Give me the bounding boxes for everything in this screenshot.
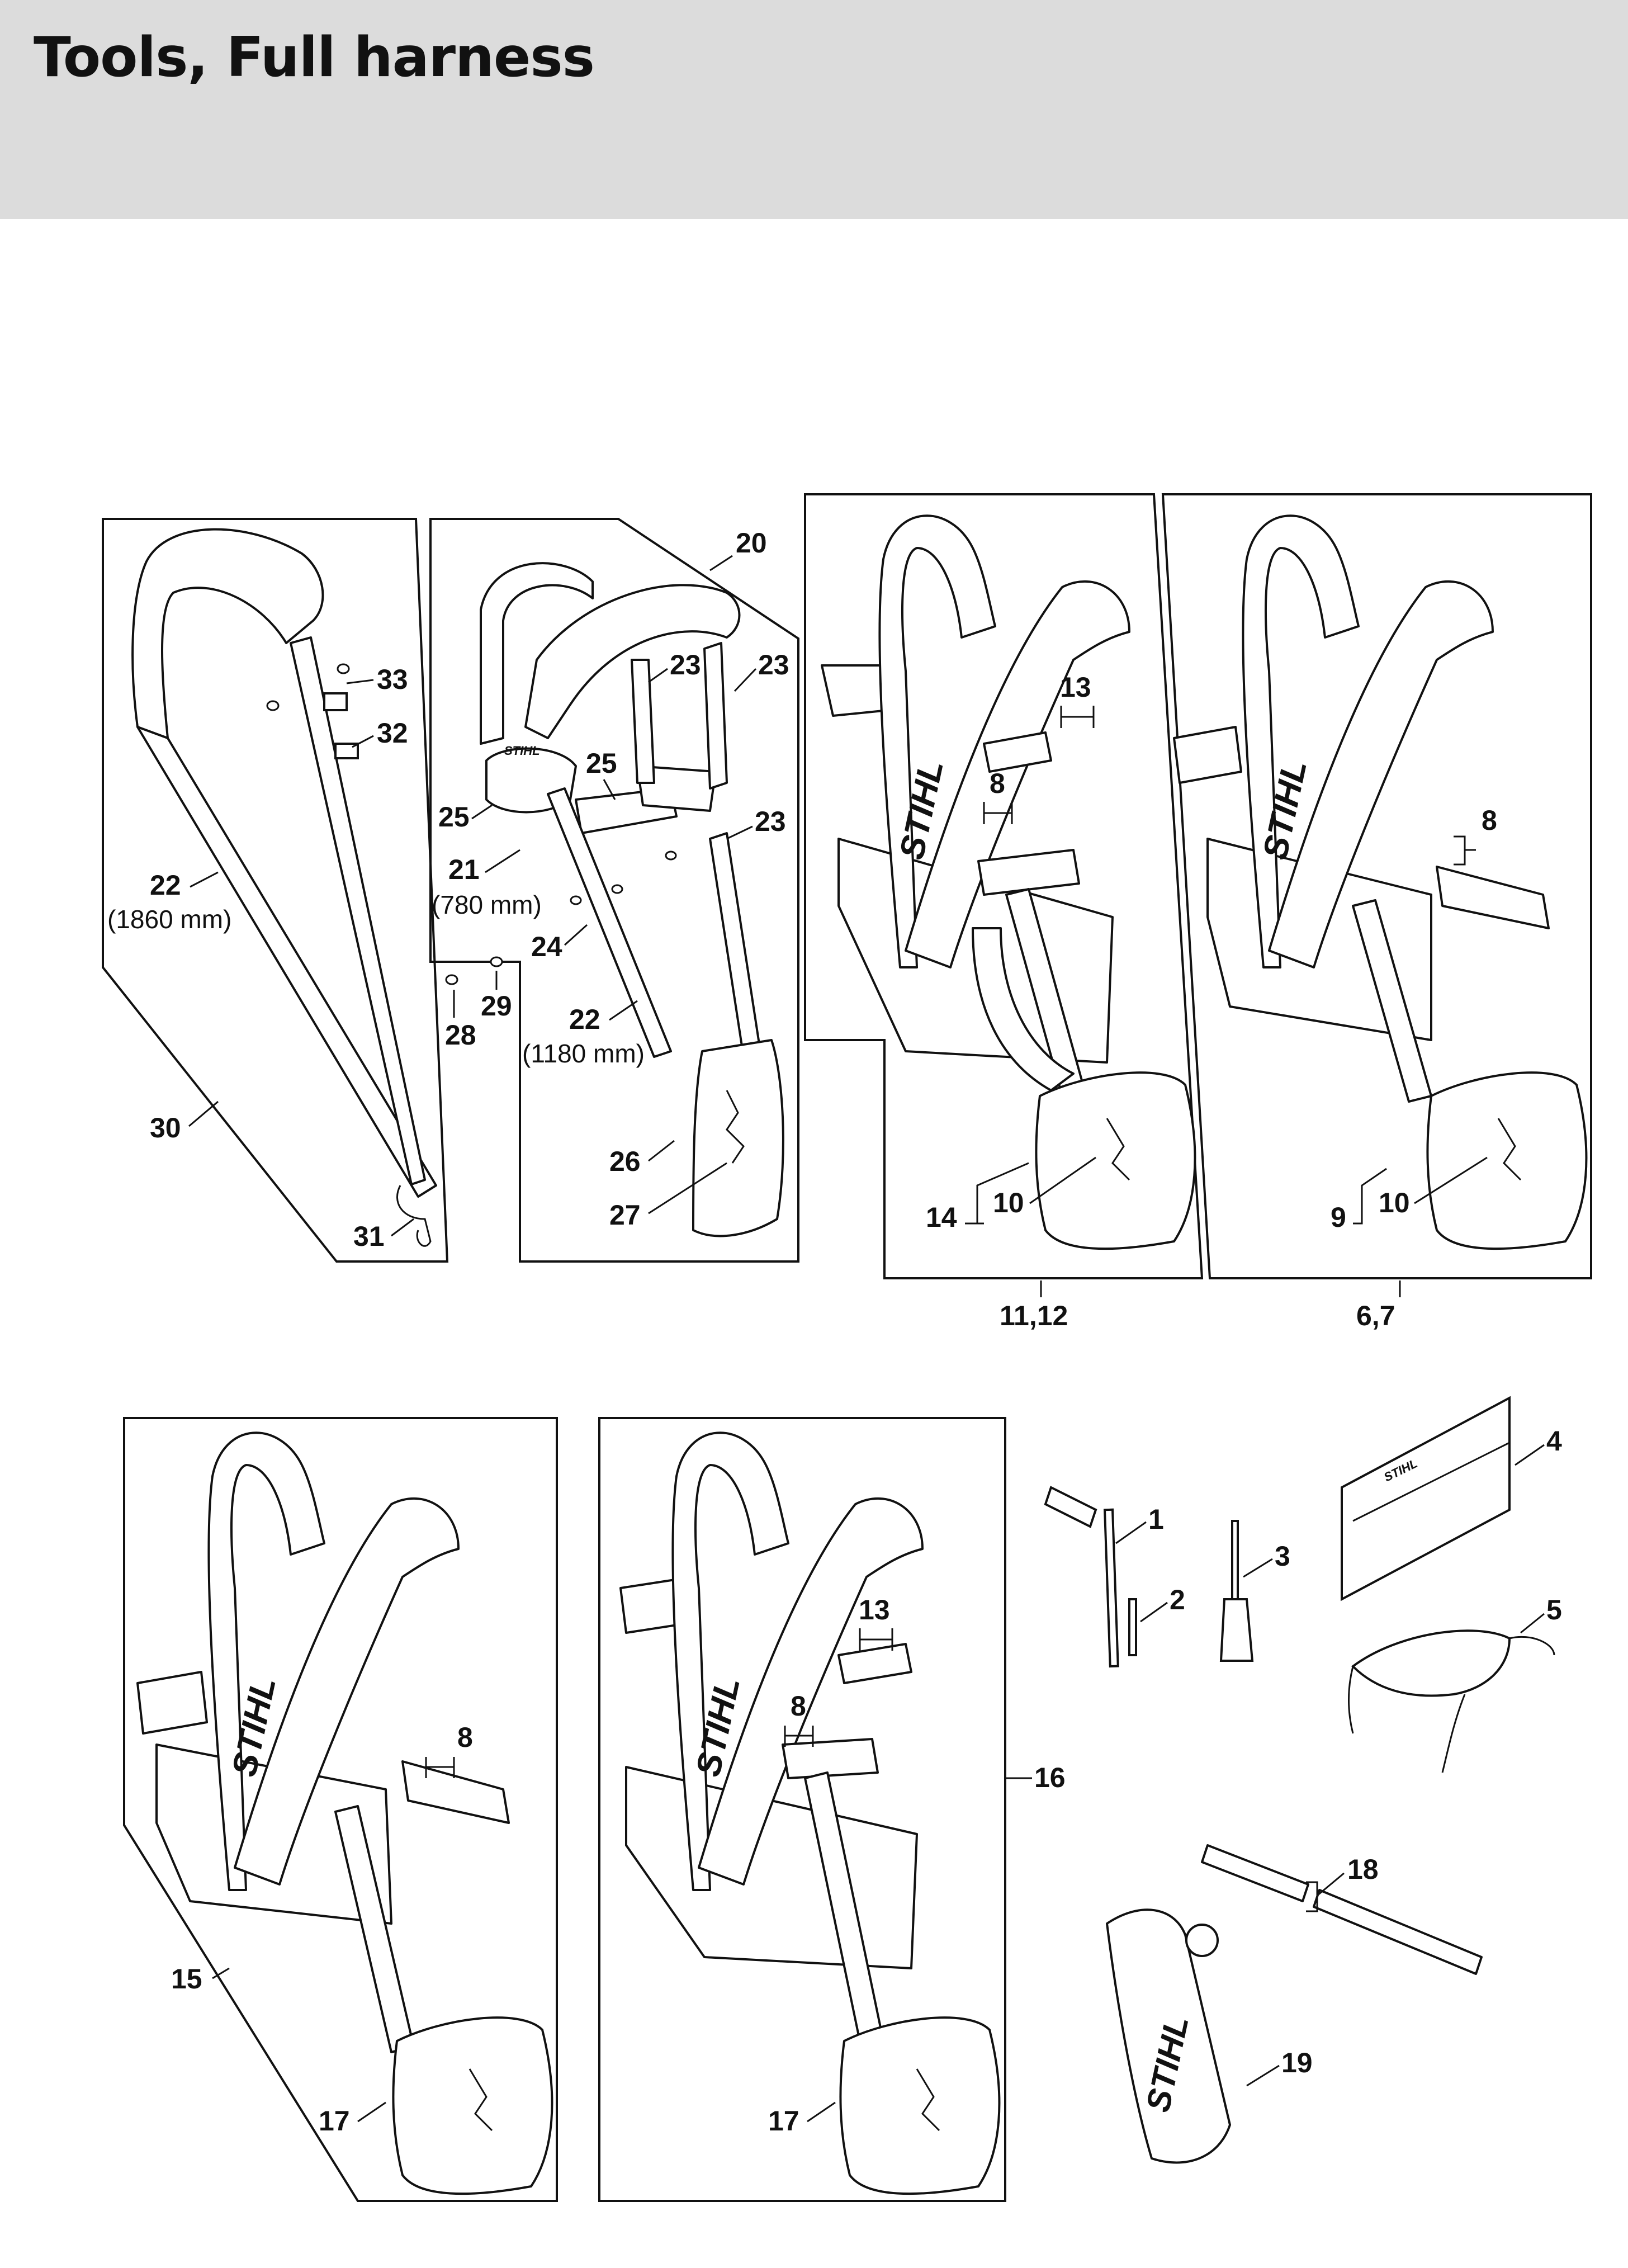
label-10b: 10	[1379, 1187, 1410, 1218]
label-13b: 13	[859, 1594, 890, 1626]
label-19: 19	[1281, 2047, 1313, 2078]
harness-16-drawing: STIHL	[619, 1431, 1001, 2195]
label-13a: 13	[1060, 672, 1091, 703]
label-2: 2	[1170, 1584, 1185, 1615]
frame-20-full-harness	[429, 518, 799, 1263]
label-25a: 25	[586, 748, 617, 779]
label-8b: 8	[1482, 805, 1497, 836]
label-9: 9	[1331, 1202, 1346, 1233]
label-32: 32	[377, 717, 408, 749]
label-30: 30	[150, 1112, 181, 1144]
brand-logo-text: STIHL	[504, 744, 540, 758]
label-5: 5	[1546, 1594, 1562, 1626]
label-26: 26	[609, 1146, 641, 1177]
shoulder-strap-30-drawing	[131, 528, 503, 1247]
label-1: 1	[1148, 1504, 1164, 1535]
frame-11-12-harness	[804, 493, 1204, 1279]
combination-wrench-1-drawing	[1044, 1486, 1119, 1668]
label-27: 27	[609, 1199, 641, 1231]
hip-pad-19-drawing: STIHL	[1106, 1908, 1231, 2164]
label-22b: 22	[569, 1004, 600, 1035]
label-23c: 23	[755, 806, 786, 837]
harness-15-drawing: STIHL	[136, 1431, 553, 2195]
label-21: 21	[448, 854, 480, 885]
label-20: 20	[736, 527, 767, 559]
screwdriver-3-drawing	[1219, 1520, 1254, 1662]
frame-6-7-harness	[1161, 493, 1592, 1279]
label-18: 18	[1347, 1854, 1379, 1885]
pin-2-drawing	[1128, 1598, 1137, 1656]
page-title: Tools, Full harness	[34, 26, 595, 89]
frame-16-harness	[598, 1417, 1006, 2202]
harness-11-12-drawing: STIHL	[821, 514, 1196, 1250]
safety-glasses-5-drawing	[1348, 1629, 1555, 1773]
dim-780: (780 mm)	[432, 890, 542, 919]
label-25b: 25	[438, 801, 470, 833]
strap-18-drawing	[1201, 1844, 1483, 1975]
label-23b: 23	[758, 649, 789, 681]
label-6-7: 6,7	[1356, 1300, 1395, 1331]
label-8c: 8	[457, 1722, 473, 1753]
label-10a: 10	[993, 1187, 1024, 1218]
label-8a: 8	[990, 768, 1005, 799]
dim-1860: (1860 mm)	[107, 905, 231, 934]
label-17a: 17	[319, 2105, 350, 2137]
label-3: 3	[1275, 1541, 1290, 1572]
label-15: 15	[171, 1963, 202, 1995]
label-16: 16	[1034, 1762, 1066, 1793]
label-4: 4	[1546, 1425, 1562, 1457]
label-29: 29	[481, 990, 512, 1022]
label-31: 31	[353, 1221, 385, 1252]
harness-6-7-drawing: STIHL	[1173, 514, 1588, 1250]
label-28: 28	[445, 1019, 476, 1051]
header-bar: Tools, Full harness	[0, 0, 1628, 219]
label-8d: 8	[791, 1690, 806, 1722]
frame-30-shoulder-strap	[102, 518, 449, 1263]
dim-1180: (1180 mm)	[522, 1039, 645, 1068]
label-22: 22	[150, 870, 181, 901]
label-11-12: 11,12	[1000, 1300, 1068, 1331]
label-17b: 17	[768, 2105, 799, 2137]
label-23a: 23	[670, 649, 701, 681]
instruction-pack-4-drawing: STIHL	[1341, 1396, 1511, 1601]
full-harness-20-drawing: STIHL	[480, 562, 784, 1237]
label-24: 24	[531, 931, 562, 962]
frame-15-harness	[123, 1417, 558, 2202]
label-33: 33	[377, 664, 408, 695]
label-14: 14	[926, 1202, 957, 1233]
